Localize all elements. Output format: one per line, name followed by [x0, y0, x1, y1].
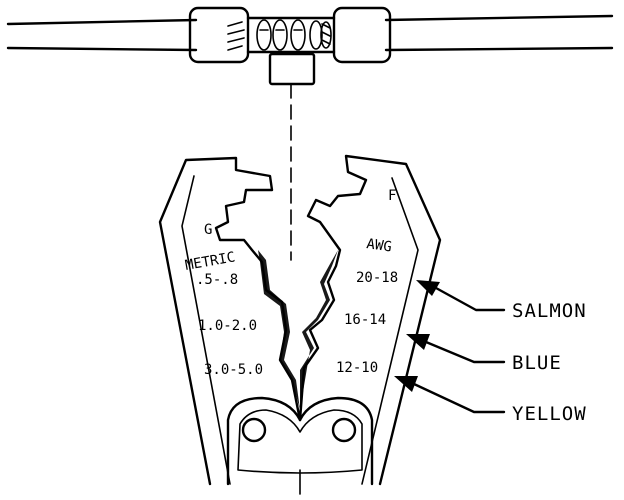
metric-size-3: 3.0-5.0: [204, 362, 263, 378]
arrow-yellow: [412, 382, 506, 414]
connector-hatch-left: [227, 21, 245, 51]
wire-connector-assembly: [6, 6, 614, 261]
callout-blue: BLUE: [512, 352, 562, 374]
tool-pivot-plate: [226, 396, 374, 486]
metric-size-2: 1.0-2.0: [198, 318, 257, 334]
tool-right-handle: [298, 154, 442, 486]
metric-size-1: .5-.8: [196, 272, 238, 288]
arrowhead-blue: [406, 334, 430, 350]
tool-jaw-shading-right: [300, 250, 338, 410]
tool-pivot-plate-inner: [237, 409, 363, 474]
pivot-hole-left: [241, 417, 267, 443]
callout-yellow: YELLOW: [512, 403, 587, 425]
awg-size-3: 12-10: [336, 360, 378, 376]
connector-sleeve-right: [332, 6, 392, 64]
callout-arrows: [394, 280, 506, 414]
connector-barrel: [246, 16, 336, 54]
tool-right-inner-edge: [361, 177, 419, 485]
awg-size-1: 20-18: [356, 270, 398, 286]
wire-right: [384, 14, 614, 52]
tool-jaw-shading: [258, 250, 300, 410]
connector-tab: [268, 52, 316, 86]
callout-salmon: SALMON: [512, 300, 587, 322]
wire-left: [6, 18, 198, 52]
label-metric: METRIC: [184, 249, 237, 274]
arrow-salmon: [434, 286, 506, 312]
label-g: G: [204, 222, 212, 238]
pivot-hole-right: [331, 417, 357, 443]
label-awg: AWG: [365, 236, 392, 255]
connector-sleeve-left: [188, 6, 250, 64]
arrowhead-salmon: [416, 280, 440, 296]
awg-size-2: 16-14: [344, 312, 386, 328]
arrow-blue: [424, 340, 506, 364]
tool-left-inner-edge: [181, 175, 231, 485]
arrowhead-yellow: [394, 376, 418, 392]
crimp-tool: [158, 154, 442, 495]
connector-rings: [256, 19, 332, 51]
label-f: F: [388, 188, 396, 204]
